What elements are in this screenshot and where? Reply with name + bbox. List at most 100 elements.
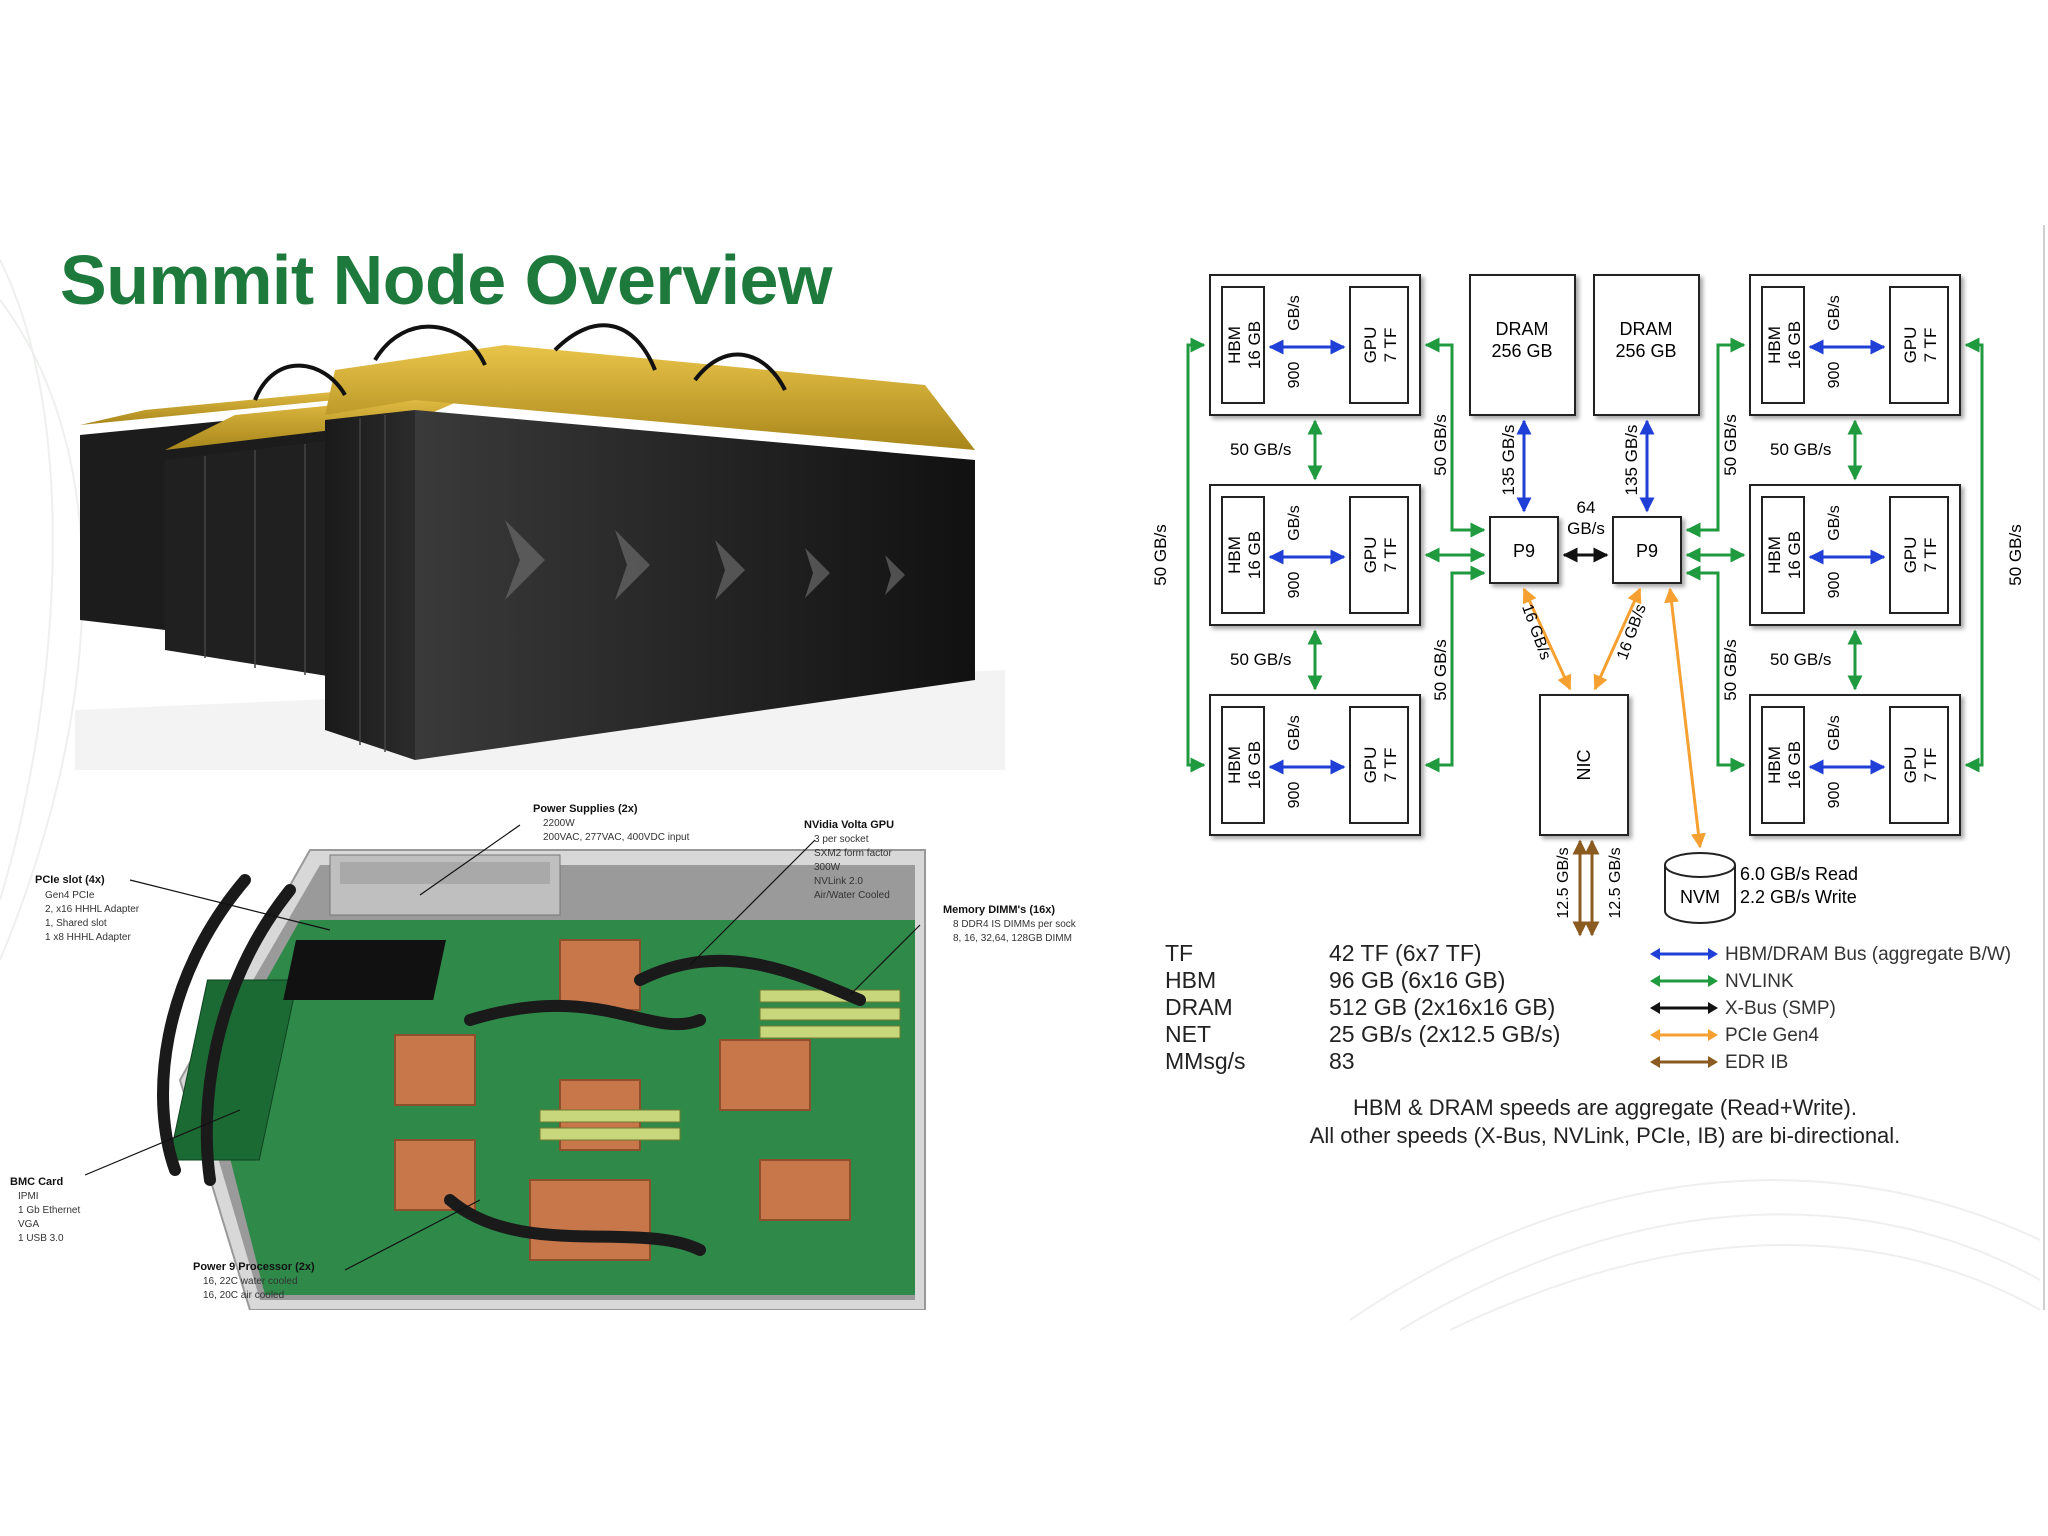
p9-annotation-item: 16, 22C water cooled	[203, 1276, 298, 1287]
hbm-capacity-label: 16 GB	[1785, 741, 1804, 789]
nic-label: NIC	[1574, 750, 1594, 781]
nvlink-bw-label: 50 GB/s	[1770, 650, 1831, 669]
legend-label: X-Bus (SMP)	[1725, 998, 1836, 1019]
summit-racks-photo	[75, 323, 1005, 770]
pcie-annotation-item: Gen4 PCIe	[45, 890, 95, 901]
hbm-capacity-label: 16 GB	[1245, 321, 1264, 369]
hbm-capacity-label: 16 GB	[1785, 531, 1804, 579]
hbm-label: HBM	[1225, 746, 1244, 784]
dram-box: DRAM 256 GB	[1469, 274, 1576, 416]
memory-annotation-item: 8 DDR4 IS DIMMs per sock	[953, 919, 1077, 930]
pcie-annotation: PCIe slot (4x) Gen4 PCIe 2, x16 HHHL Ada…	[35, 874, 140, 943]
stats-value: 42 TF (6x7 TF)	[1329, 940, 1482, 966]
dram-bus-links	[1516, 419, 1655, 513]
memory-annotation-item: 8, 16, 32,64, 128GB DIMM	[953, 933, 1072, 944]
nvm-write-bw: 2.2 GB/s Write	[1740, 887, 1857, 907]
pcie-annotation-item: 2, x16 HHHL Adapter	[45, 904, 140, 915]
xbus-bw-value: 64	[1577, 498, 1596, 517]
gpu-tflops-label: 7 TF	[1921, 328, 1940, 363]
stats-key: HBM	[1165, 967, 1217, 993]
hbm-label: HBM	[1225, 536, 1244, 574]
hbm-gpu-bw-unit: GB/s	[1286, 505, 1303, 541]
dram-capacity-label: 256 GB	[1615, 341, 1676, 361]
dram-capacity-label: 256 GB	[1491, 341, 1552, 361]
gpu-tflops-label: 7 TF	[1381, 748, 1400, 783]
bmc-annotation-item: 1 Gb Ethernet	[18, 1205, 80, 1216]
nvlink-bw-label: 50 GB/s	[1230, 650, 1291, 669]
gpu-tflops-label: 7 TF	[1381, 328, 1400, 363]
hbm-gpu-bw-value: 900	[1286, 572, 1303, 599]
bmc-annotation-item: 1 USB 3.0	[18, 1233, 64, 1244]
board-annotations: PCIe slot (4x) Gen4 PCIe 2, x16 HHHL Ada…	[10, 803, 1077, 1301]
hbm-gpu-bw-unit: GB/s	[1286, 295, 1303, 331]
dram-bus-bw-label: 135 GB/s	[1622, 425, 1641, 496]
legend-label: HBM/DRAM Bus (aggregate B/W)	[1725, 944, 2012, 965]
gpu-annotation-item: SXM2 form factor	[814, 848, 892, 859]
gpu-label: GPU	[1901, 537, 1920, 574]
dram-box: DRAM 256 GB	[1593, 274, 1700, 416]
stats-value: 25 GB/s (2x12.5 GB/s)	[1329, 1021, 1561, 1047]
hbm-label: HBM	[1765, 326, 1784, 364]
pcie-annotation-item: 1 x8 HHHL Adapter	[45, 932, 131, 943]
node-board-photo	[84, 824, 926, 1310]
hbm-gpu-bw-unit: GB/s	[1826, 505, 1843, 541]
power-annotation: Power Supplies (2x) 2200W 200VAC, 277VAC…	[533, 803, 690, 843]
nvlink-bw-label: 50 GB/s	[1770, 440, 1831, 459]
nvlink-bw-label: 50 GB/s	[1721, 639, 1740, 700]
dram-label: DRAM	[1496, 319, 1549, 339]
pcie-annotation-title: PCIe slot (4x)	[35, 874, 105, 886]
gpu-annotation-item: 300W	[814, 862, 841, 873]
nvlink-bw-label: 50 GB/s	[1431, 639, 1450, 700]
bmc-annotation: BMC Card IPMI 1 Gb Ethernet VGA 1 USB 3.…	[10, 1176, 80, 1244]
nvm-storage: NVM	[1664, 852, 1736, 924]
legend-label: EDR IB	[1725, 1052, 1789, 1073]
gpu-tflops-label: 7 TF	[1921, 748, 1940, 783]
hbm-gpu-bw-value: 900	[1286, 362, 1303, 389]
hbm-label: HBM	[1765, 536, 1784, 574]
hbm-gpu-bw-value: 900	[1826, 782, 1843, 809]
hbm-gpu-bw-unit: GB/s	[1286, 715, 1303, 751]
nvlink-links	[1186, 337, 1984, 773]
pcie-annotation-item: 1, Shared slot	[45, 918, 107, 929]
power-annotation-item: 200VAC, 277VAC, 400VDC input	[543, 832, 690, 843]
power-annotation-item: 2200W	[543, 818, 575, 829]
nvm-label: NVM	[1680, 887, 1720, 907]
memory-annotation: Memory DIMM's (16x) 8 DDR4 IS DIMMs per …	[943, 904, 1077, 944]
gpu-label: GPU	[1361, 747, 1380, 784]
hbm-label: HBM	[1765, 746, 1784, 784]
gpu-tflops-label: 7 TF	[1381, 538, 1400, 573]
hbm-capacity-label: 16 GB	[1785, 321, 1804, 369]
stats-key: NET	[1165, 1021, 1211, 1047]
nic-box: NIC	[1539, 694, 1629, 836]
legend-arrow-icon	[1650, 975, 1718, 987]
pcie-bw-label: 16 GB/s	[1518, 602, 1554, 662]
hbm-label: HBM	[1225, 326, 1244, 364]
dram-label: DRAM	[1620, 319, 1673, 339]
bmc-annotation-title: BMC Card	[10, 1176, 63, 1188]
gpu-label: GPU	[1901, 327, 1920, 364]
legend-label: NVLINK	[1725, 971, 1794, 992]
gpu-annotation-item: Air/Water Cooled	[814, 890, 890, 901]
footnote-line: HBM & DRAM speeds are aggregate (Read+Wr…	[1353, 1095, 1857, 1120]
stats-value: 83	[1329, 1048, 1355, 1074]
gpu-annotation-item: NVLink 2.0	[814, 876, 863, 887]
p9-label: P9	[1636, 541, 1658, 561]
gpu-label: GPU	[1361, 537, 1380, 574]
nvlink-bw-label: 50 GB/s	[1151, 524, 1170, 585]
nvlink-bw-label: 50 GB/s	[1721, 414, 1740, 475]
slide-title: Summit Node Overview	[60, 241, 832, 319]
gpu-label: GPU	[1901, 747, 1920, 784]
hbm-gpu-bw-unit: GB/s	[1826, 295, 1843, 331]
stats-key: MMsg/s	[1165, 1048, 1246, 1074]
legend-arrow-icon	[1650, 948, 1718, 960]
p9-annotation-item: 16, 20C air cooled	[203, 1290, 284, 1301]
nvlink-bw-label: 50 GB/s	[1431, 414, 1450, 475]
